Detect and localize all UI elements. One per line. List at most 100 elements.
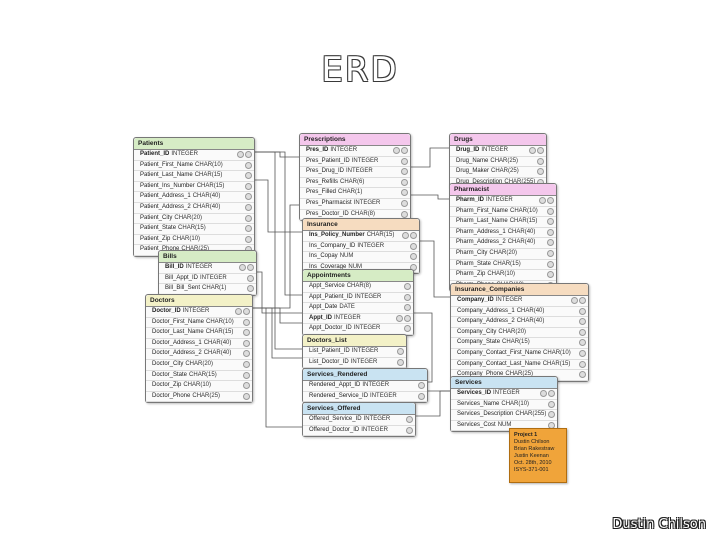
- field-type: CHAR(6): [340, 178, 365, 185]
- field-type: NUM: [339, 253, 354, 260]
- key-icon: [579, 360, 586, 368]
- key-icon: [404, 314, 411, 322]
- field-type: CHAR(20): [185, 360, 214, 367]
- key-icon: [579, 297, 586, 304]
- field-type: CHAR(40): [192, 193, 221, 200]
- field-key-icons: [400, 210, 408, 220]
- field-name: Doctor_State: [152, 371, 188, 378]
- field-type: CHAR(40): [516, 318, 545, 325]
- field-key-icons: [578, 360, 586, 370]
- field-name: Company_Address_1: [457, 307, 515, 314]
- field-type: CHAR(15): [493, 260, 521, 267]
- key-icon: [539, 197, 546, 204]
- field-name: Bill_Appt_ID: [165, 274, 199, 281]
- field-type: INTEGER: [357, 242, 385, 249]
- field-type: CHAR(8): [346, 283, 372, 289]
- key-icon: [537, 157, 544, 165]
- field-key-icons: [238, 264, 254, 273]
- key-icon: [540, 390, 547, 397]
- field-type: CHAR(1): [202, 285, 227, 292]
- field-name: List_Doctor_ID: [309, 358, 349, 365]
- field-type: INTEGER: [351, 348, 379, 354]
- note-line: Brian Rakestraw: [514, 446, 555, 452]
- key-icon: [243, 329, 250, 337]
- relationship-line: [415, 390, 450, 417]
- key-icon: [245, 214, 252, 222]
- relationship-line: [251, 307, 302, 359]
- key-icon: [547, 218, 554, 226]
- field-name: Company_State: [457, 339, 501, 346]
- field-name: Appt_Patient_ID: [309, 293, 353, 300]
- field-type: INTEGER: [362, 382, 390, 388]
- field-name: Pharm_Address_1: [456, 228, 506, 235]
- key-icon: [579, 339, 586, 347]
- field-name: Pres_Doctor_ID: [306, 210, 349, 217]
- key-icon: [401, 189, 408, 197]
- key-icon: [397, 358, 404, 366]
- field-type: INTEGER: [353, 199, 381, 206]
- field-name: Patient_Last_Name: [140, 172, 193, 179]
- field-name: Ins_Copay: [309, 253, 338, 260]
- field-name: Appt_Date: [309, 304, 338, 311]
- field-key-icons: [246, 274, 254, 284]
- key-icon: [410, 232, 417, 239]
- field-type: INTEGER: [185, 264, 213, 270]
- field-key-icons: [242, 371, 250, 381]
- field-key-icons: [234, 308, 250, 317]
- field-name: Offered_Service_ID: [309, 416, 362, 422]
- field-type: INTEGER: [200, 274, 227, 281]
- field-name: Doctor_Address_2: [152, 350, 202, 357]
- field-key-icons: [244, 225, 252, 234]
- field-name: Pharm_Address_2: [456, 239, 506, 246]
- key-icon: [410, 253, 417, 261]
- field-name: Pres_ID: [306, 147, 329, 153]
- key-icon: [401, 168, 408, 176]
- key-icon: [579, 349, 586, 357]
- table-title: Doctors: [146, 295, 252, 307]
- field-type: NUM: [348, 263, 363, 270]
- field-name: Pres_Patient_ID: [306, 157, 350, 164]
- field-type: INTEGER: [346, 168, 373, 175]
- relationship-line: [253, 151, 299, 158]
- field-key-icons: [403, 304, 411, 313]
- key-icon: [547, 249, 554, 257]
- field-key-icons: [546, 239, 554, 248]
- key-icon: [579, 307, 586, 315]
- field-type: INTEGER: [182, 308, 210, 314]
- field-name: Pharm_State: [456, 260, 492, 267]
- author-credit: Dustin Chilson: [612, 517, 706, 532]
- note-line: ISYS-371-001: [514, 467, 549, 473]
- key-icon: [243, 339, 250, 347]
- key-icon: [537, 147, 544, 154]
- key-icon: [245, 161, 252, 169]
- field-type: INTEGER: [486, 197, 513, 203]
- field-type: INTEGER: [353, 325, 381, 332]
- field-name: Appt_Doctor_ID: [309, 325, 352, 332]
- field-name: Appt_Service: [309, 283, 345, 289]
- field-key-icons: [546, 260, 554, 270]
- field-name: Doctor_ID: [152, 308, 181, 314]
- field-key-icons: [244, 172, 252, 181]
- field-type: CHAR(25): [491, 168, 519, 175]
